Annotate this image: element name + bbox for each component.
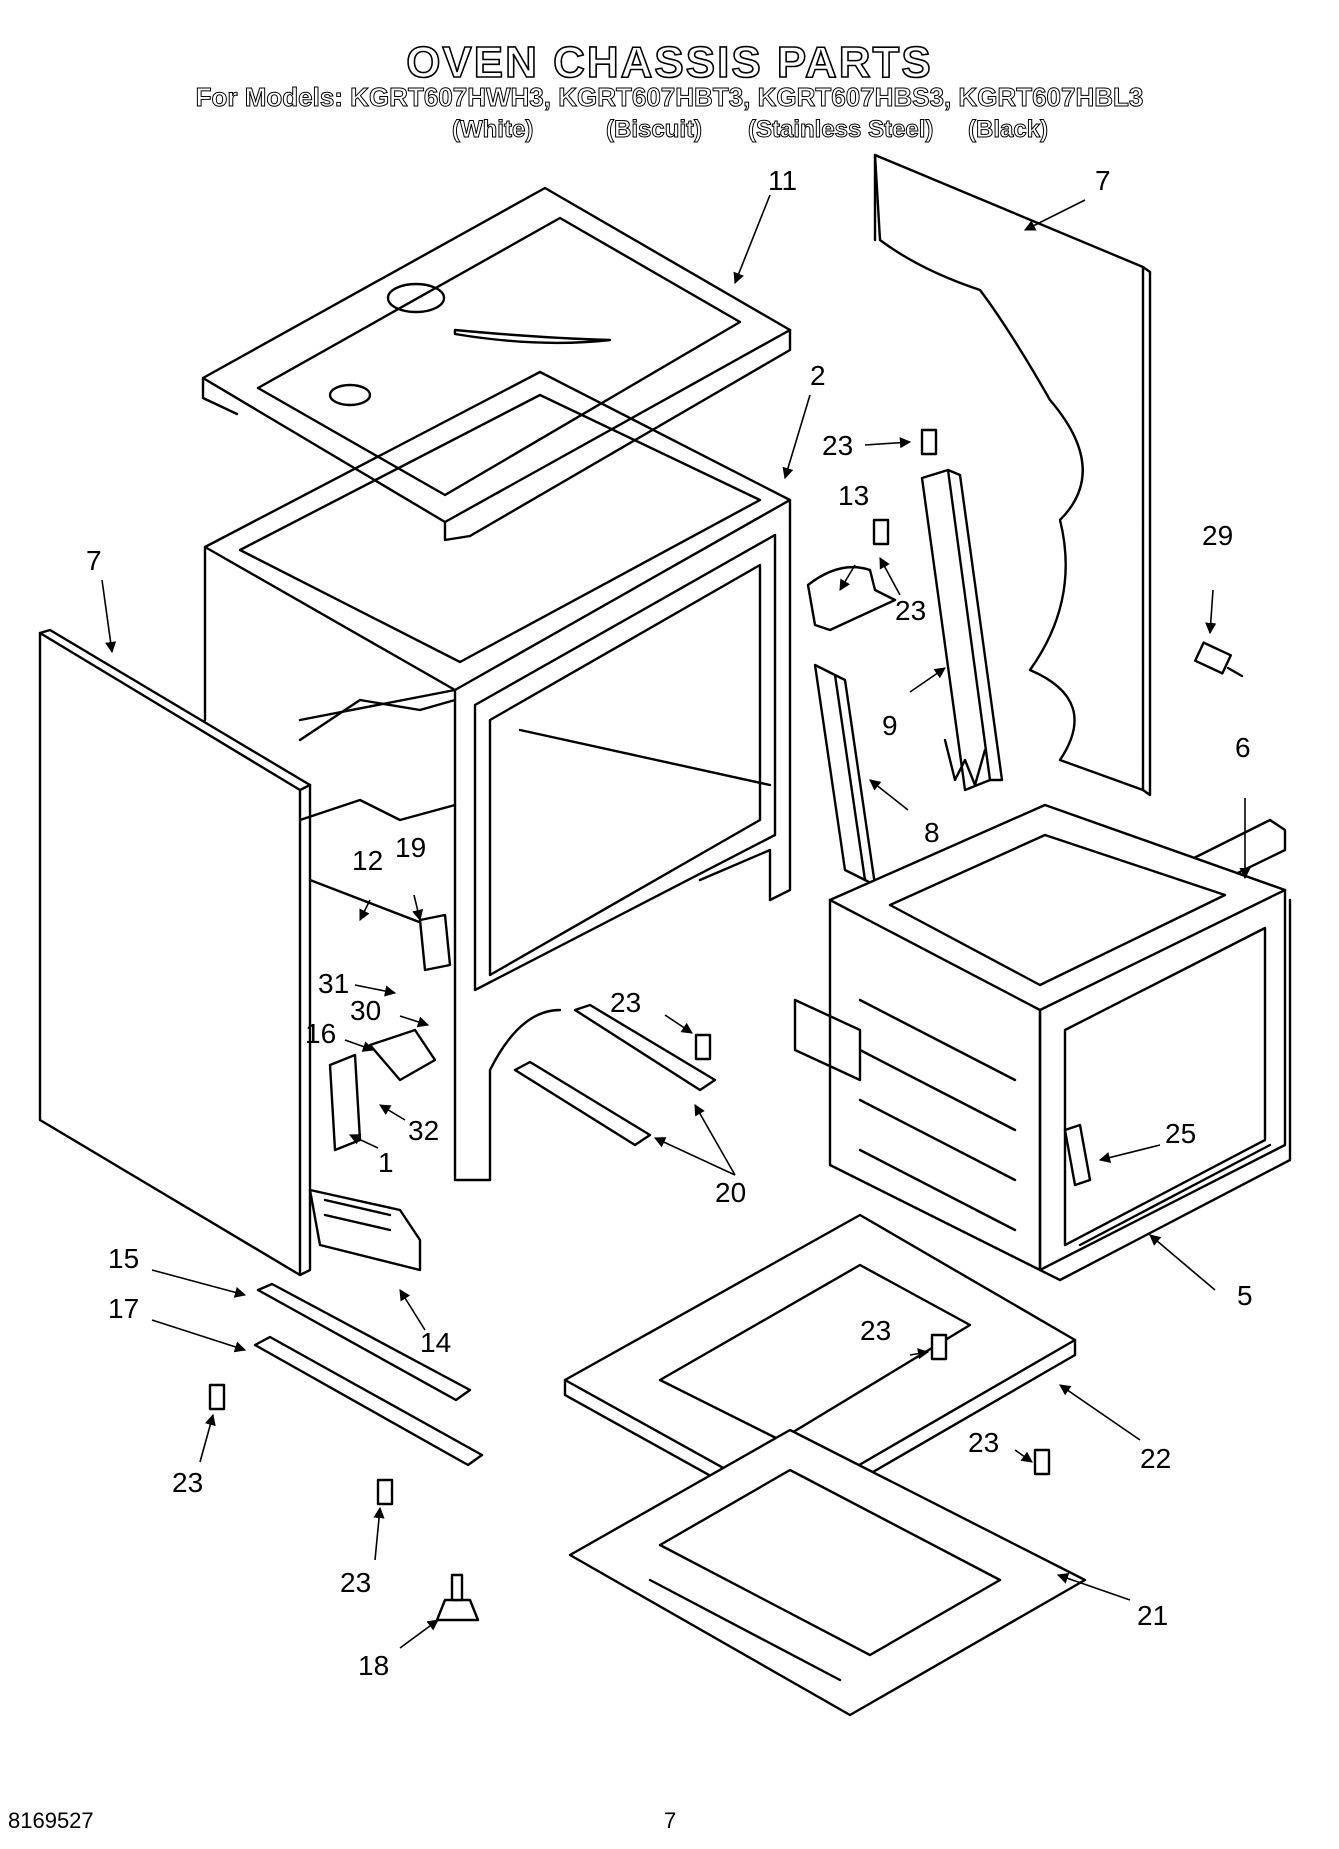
foot-18 <box>435 1573 480 1622</box>
document-number: 8169527 <box>8 1808 94 1833</box>
callout-23-d: 23 <box>172 1467 203 1498</box>
part-7-left-side-panel <box>38 628 312 1277</box>
part-8-side-strip <box>813 663 877 887</box>
part-7-rear-panel <box>873 153 1152 797</box>
callout-22: 22 <box>1140 1443 1171 1474</box>
part-16-valve <box>368 1028 437 1082</box>
part-14-burner-box <box>308 1188 422 1272</box>
callout-6: 6 <box>1235 732 1251 763</box>
callout-2: 2 <box>810 360 826 391</box>
callout-8: 8 <box>924 817 940 848</box>
screws-23 <box>208 428 1051 1506</box>
callout-19: 19 <box>395 832 426 863</box>
color-label-stainless: (Stainless Steel) <box>747 116 934 144</box>
callout-21: 21 <box>1137 1600 1168 1631</box>
callout-11: 11 <box>768 165 797 196</box>
callout-5: 5 <box>1237 1280 1253 1311</box>
callout-25: 25 <box>1165 1118 1196 1149</box>
callout-18: 18 <box>358 1650 389 1681</box>
callout-23-c: 23 <box>610 987 641 1018</box>
callout-17: 17 <box>108 1293 139 1324</box>
part-21-base-pan <box>568 1428 1087 1717</box>
color-label-biscuit: (Biscuit) <box>606 116 703 144</box>
callout-9: 9 <box>882 710 898 741</box>
callout-23-f: 23 <box>968 1427 999 1458</box>
model-list: For Models: KGRT607HWH3, KGRT607HBT3, KG… <box>195 82 1144 113</box>
callout-32: 32 <box>408 1115 439 1146</box>
page-number: 7 <box>664 1808 677 1833</box>
leader-arrows <box>101 194 1251 1649</box>
callout-29: 29 <box>1202 520 1233 551</box>
part-11-top-panel <box>201 186 792 542</box>
color-label-white: (White) <box>451 116 534 144</box>
callout-30: 30 <box>350 995 381 1026</box>
callout-12: 12 <box>352 845 383 876</box>
part-2-chassis-frame <box>203 370 792 1182</box>
callout-16: 16 <box>305 1018 336 1049</box>
callout-31: 31 <box>318 968 349 999</box>
part-1-junction-box <box>328 1053 362 1152</box>
callout-23-g: 23 <box>340 1567 371 1598</box>
part-20-rails <box>513 1003 717 1147</box>
callout-23-e: 23 <box>860 1315 891 1346</box>
part-5-oven-cavity <box>793 803 1292 1282</box>
callout-1: 1 <box>378 1147 394 1178</box>
callout-23-b: 23 <box>895 595 926 626</box>
callout-13: 13 <box>838 480 869 511</box>
part-9-vertical-bracket <box>920 468 1004 792</box>
callout-14: 14 <box>420 1327 451 1358</box>
page-title: OVEN CHASSIS PARTS <box>405 37 933 88</box>
callout-labels: 11 7 2 23 13 23 29 7 9 8 6 12 19 31 30 1… <box>86 165 1253 1681</box>
callout-23-a: 23 <box>822 430 853 461</box>
part-13-bracket <box>806 566 897 632</box>
part-15-17-brackets <box>253 1282 484 1467</box>
callout-7-rear: 7 <box>1095 165 1111 196</box>
part-29-switch <box>1193 641 1244 678</box>
callout-7-left: 7 <box>86 545 102 576</box>
callout-20: 20 <box>715 1177 746 1208</box>
part-22-oven-bottom <box>563 1213 1077 1522</box>
elbow-25 <box>1063 1123 1092 1187</box>
callout-15: 15 <box>108 1243 139 1274</box>
color-label-black: (Black) <box>967 116 1049 144</box>
part-12-19-brackets <box>308 878 452 972</box>
